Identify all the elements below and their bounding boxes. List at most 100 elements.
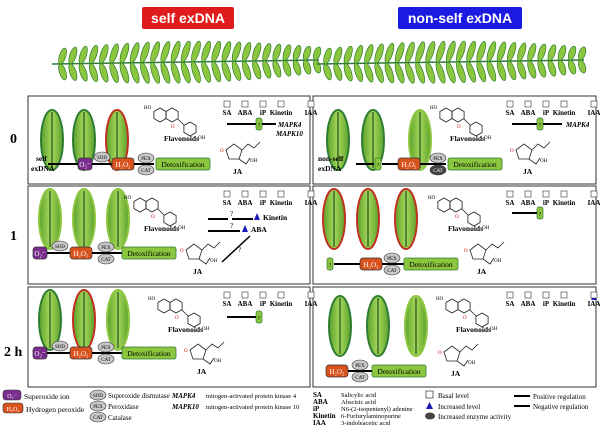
frond-pinna (537, 60, 547, 78)
cat-enzyme-label: CAT (387, 269, 396, 274)
h2o2-box-label: H₂O₂ (364, 261, 380, 269)
pex-enzyme-label: PEX (433, 157, 443, 162)
frond-pinna (252, 42, 262, 62)
legend-cat-swatch-label: CAT (93, 416, 102, 421)
frond-pinna (201, 61, 211, 83)
legend-negative: Negative regulation (533, 403, 589, 411)
question-mark: ? (539, 123, 542, 129)
detox-box (121, 346, 177, 360)
frond-pinna (292, 45, 302, 61)
ja-ring (443, 345, 461, 362)
h2o2-box-label: H₂O₂ (74, 250, 90, 258)
ja-o-label: O (438, 351, 442, 356)
frond-pinna (323, 63, 332, 81)
legend-aba-val: Abscisic acid (341, 399, 377, 406)
legend-basal-icon (425, 390, 434, 399)
legend-mapk4-key: MAPK4 (171, 392, 196, 400)
frond-pinna (201, 40, 211, 63)
mapk4-label: MAPK4 (565, 121, 590, 129)
legend-h2o2-swatch-label: H₂O₂ (7, 407, 20, 413)
legend-basal: Basal level (438, 392, 469, 400)
legend-mapk10-val: mitogen-activated protein kinase 10 (206, 404, 299, 411)
frond-pinna (99, 44, 109, 64)
nonself-exdna-label: exDNA (318, 164, 342, 173)
frond-pinna (302, 59, 312, 75)
hormone-label-aba: ABA (521, 109, 536, 117)
h2o2-box-label: H₂O₂ (402, 161, 418, 169)
frond-pinna (262, 43, 272, 62)
hormone-label-aba: ABA (238, 300, 253, 308)
flavonoid-ho-label: HO (430, 106, 438, 111)
frond-pinna (68, 46, 78, 65)
hormone-label-iaa: IAA (588, 199, 600, 207)
hormone-label-aba: ABA (238, 199, 253, 207)
frond-pinna (58, 47, 67, 65)
frond-pinna (150, 62, 161, 84)
frond-pinna (476, 41, 487, 62)
hormone-basal-icon (223, 100, 231, 108)
frond-pinna (374, 62, 384, 83)
frond-pinna (68, 63, 78, 81)
frond-pinna (231, 41, 242, 62)
frond-pinna (435, 61, 446, 84)
flavonoid-o-label: O (463, 316, 467, 321)
pex-enzyme (383, 252, 401, 264)
question-mark: ? (230, 210, 233, 218)
frond-pinna (109, 43, 119, 64)
cat-enzyme (429, 164, 447, 176)
frond-pinna (435, 40, 446, 63)
hormone-label-kinetin: Kinetin (553, 109, 576, 117)
frond-pinna (160, 62, 171, 84)
legend-enzyme: Increased enzyme activity (438, 413, 512, 421)
flavonoid-ring-a (439, 107, 453, 123)
frond-pinna (140, 62, 150, 84)
frond-pinna (241, 60, 252, 81)
detox-label: Detoxification (377, 367, 421, 376)
ja-chain (241, 141, 261, 151)
ja-ring (185, 243, 203, 260)
flavonoid-oh-label: OH (198, 136, 206, 141)
frond-pinna (343, 63, 353, 82)
ja-o-label: O (464, 249, 468, 254)
frond-pinna (302, 45, 312, 61)
detox-box (403, 257, 459, 271)
frond-pinna (445, 61, 456, 84)
hormone-label-iaa: IAA (588, 300, 600, 308)
flavonoid-o-label: O (171, 125, 175, 130)
ja-oh-label: OH (250, 159, 258, 164)
frond-pinna (547, 44, 557, 61)
hormone-label-ip: iP (543, 199, 550, 207)
hormone-basal-icon (223, 190, 231, 198)
pex-enzyme-label: PEX (101, 246, 111, 251)
frond-pinna (282, 60, 292, 77)
panel-self-2 (27, 286, 311, 388)
nonself-header: non-self exDNA (408, 10, 512, 26)
flavonoids-label: Flavonoids (456, 325, 491, 334)
frond-pinna (180, 61, 191, 84)
question-mark: ? (377, 163, 380, 169)
sod-enzyme (51, 340, 69, 352)
aba-increase-icon (242, 225, 248, 232)
frond-pinna (466, 61, 476, 83)
ja-o-label: O (180, 249, 184, 254)
hormone-basal-icon (506, 100, 514, 108)
frond-pinna (425, 62, 436, 84)
hormone-basal-icon (560, 100, 568, 108)
hormone-label-ip: iP (260, 199, 267, 207)
flavonoid-ring-a (133, 197, 147, 213)
hormone-basal-icon (524, 291, 532, 299)
flavonoids-label: Flavonoids (164, 134, 199, 143)
flavonoid-ring-b (475, 312, 489, 328)
frond-pinna (58, 63, 67, 81)
flavonoid-ring-b (187, 312, 201, 328)
frond-pinna (527, 60, 537, 79)
pex-enzyme (351, 359, 369, 371)
legend-sa-key: SA (313, 391, 322, 399)
frond-pinna (517, 60, 527, 80)
